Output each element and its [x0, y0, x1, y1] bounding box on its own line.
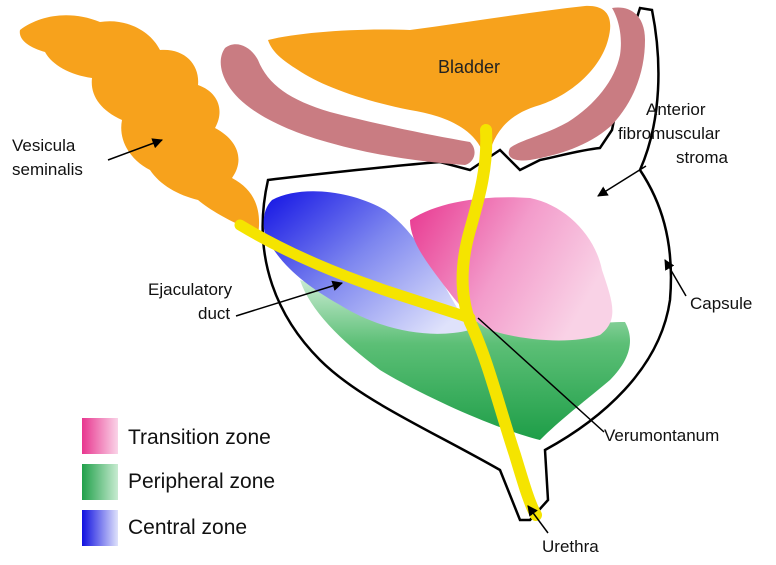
label-ejaculatory-1: Ejaculatory: [148, 280, 233, 299]
label-capsule: Capsule: [690, 294, 752, 313]
label-anterior-2: fibromuscular: [618, 124, 720, 143]
legend-label-central: Central zone: [128, 516, 247, 539]
legend-swatch-central: [82, 510, 118, 546]
label-vesicula-1: Vesicula: [12, 136, 76, 155]
label-verumontanum: Verumontanum: [604, 426, 719, 445]
label-ejaculatory-2: duct: [198, 304, 230, 323]
label-anterior-1: Anterior: [646, 100, 706, 119]
legend-item-peripheral: Peripheral zone: [82, 464, 275, 500]
vesicula-seminalis-shape: [20, 15, 259, 235]
label-vesicula-2: seminalis: [12, 160, 83, 179]
label-anterior-3: stroma: [676, 148, 729, 167]
legend-swatch-transition: [82, 418, 118, 454]
legend-label-transition: Transition zone: [128, 426, 271, 449]
legend-swatch-peripheral: [82, 464, 118, 500]
label-bladder: Bladder: [438, 57, 500, 77]
legend-label-peripheral: Peripheral zone: [128, 470, 275, 493]
legend-item-transition: Transition zone: [82, 418, 271, 454]
legend: Transition zone Peripheral zone Central …: [82, 418, 275, 546]
legend-item-central: Central zone: [82, 510, 247, 546]
label-urethra: Urethra: [542, 537, 599, 556]
